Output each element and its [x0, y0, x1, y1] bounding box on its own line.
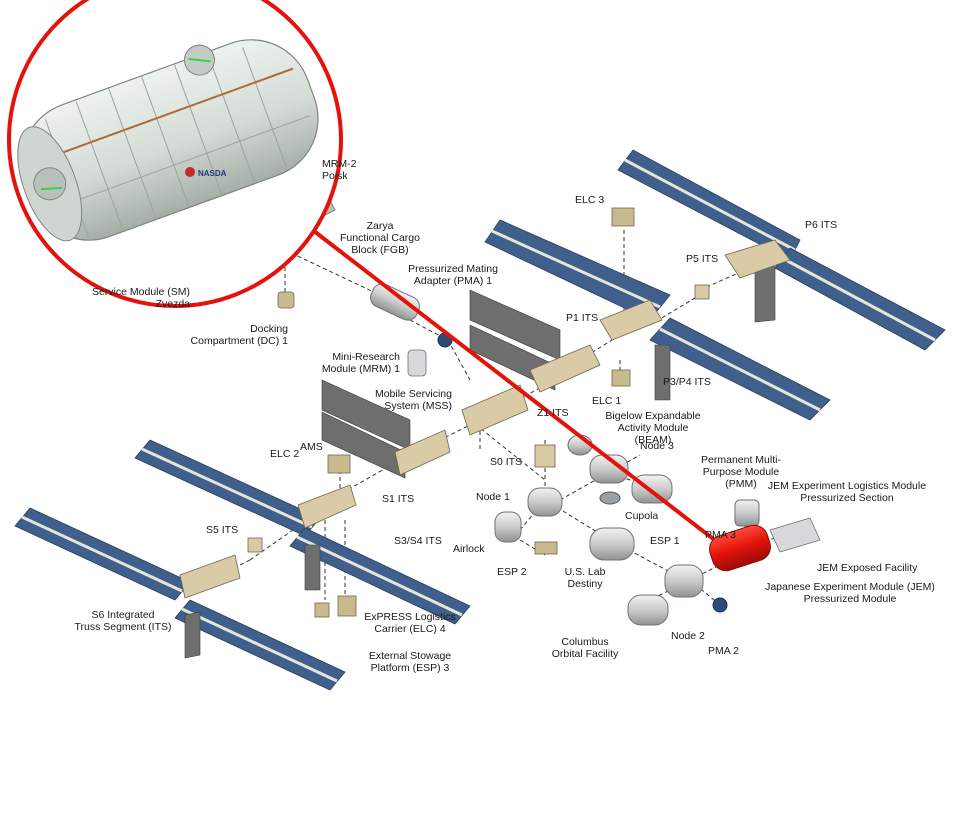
- label-mrm2: MRM-2 Poisk: [322, 158, 357, 182]
- label-jem-ef: JEM Exposed Facility: [817, 562, 918, 574]
- label-docking-compartment: Docking Compartment (DC) 1: [190, 323, 288, 347]
- label-elc1: ELC 1: [592, 395, 622, 407]
- highlight-pointer-line: [308, 226, 727, 550]
- label-esp1: ESP 1: [650, 535, 680, 547]
- label-s3s4: S3/S4 ITS: [394, 535, 442, 547]
- zoom-inset: NASDA: [7, 0, 343, 308]
- label-jem-pm: Japanese Experiment Module (JEM) Pressur…: [765, 581, 935, 605]
- label-p6: P6 ITS: [805, 219, 838, 231]
- radiator-panels: [184, 257, 776, 659]
- label-beam: Bigelow Expandable Activity Module (BEAM…: [605, 410, 701, 446]
- label-s6: S6 Integrated Truss Segment (ITS): [74, 609, 172, 633]
- label-ams: AMS: [300, 441, 323, 453]
- jem-pressurized-module-highlight: [709, 524, 771, 572]
- label-node3: Node 3: [640, 440, 674, 452]
- truss-segments: [179, 239, 791, 599]
- label-s0: S0 ITS: [490, 456, 523, 468]
- nasda-logo-icon: [185, 167, 195, 177]
- label-pma2: PMA 2: [708, 645, 739, 657]
- label-columbus: Columbus Orbital Facility: [551, 636, 619, 660]
- label-p5: P5 ITS: [686, 253, 719, 265]
- nasda-logo-text: NASDA: [198, 169, 227, 178]
- label-pmm: Permanent Multi- Purpose Module (PMM): [701, 454, 781, 490]
- label-node2: Node 2: [671, 630, 705, 642]
- label-s1: S1 ITS: [382, 493, 415, 505]
- label-elc2: ELC 2: [270, 448, 300, 460]
- label-pma1: Pressurized Mating Adapter (PMA) 1: [408, 263, 498, 287]
- label-jem-elm: JEM Experiment Logistics Module Pressuri…: [767, 480, 927, 504]
- label-s5: S5 ITS: [206, 524, 239, 536]
- label-pma3: PMA 3: [705, 529, 736, 541]
- label-p1: P1 ITS: [566, 312, 599, 324]
- label-esp2: ESP 2: [497, 566, 527, 578]
- label-service-module: Service Module (SM) Zvezda: [91, 286, 190, 310]
- label-zarya: Zarya Functional Cargo Block (FGB): [340, 220, 420, 256]
- label-cupola: Cupola: [625, 510, 659, 522]
- label-elc3: ELC 3: [575, 194, 605, 206]
- label-z1: Z1 ITS: [537, 407, 569, 419]
- label-elc4: ExPRESS Logistics Carrier (ELC) 4: [364, 611, 456, 635]
- label-esp3: External Stowage Platform (ESP) 3: [368, 650, 452, 674]
- label-p3p4: P3/P4 ITS: [663, 376, 711, 388]
- solar-array-wings: [14, 149, 946, 691]
- label-mss: Mobile Servicing System (MSS): [374, 388, 452, 412]
- label-mrm1: Mini-Research Module (MRM) 1: [321, 351, 400, 375]
- label-airlock: Airlock: [453, 543, 485, 555]
- label-node1: Node 1: [476, 491, 510, 503]
- label-us-lab: U.S. Lab Destiny: [564, 566, 606, 590]
